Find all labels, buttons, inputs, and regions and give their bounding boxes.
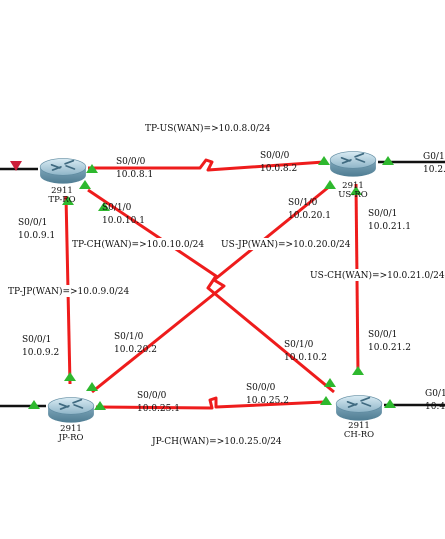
serial-link-us-jp[interactable] [91, 184, 331, 394]
iface-ch-s000-port: S0/0/0 [246, 383, 276, 393]
link-up-indicator [79, 180, 91, 189]
link-up-indicator [86, 382, 98, 391]
iface-jp-s000-port: S0/0/0 [137, 391, 167, 401]
iface-us-s001-ip: 10.0.21.1 [368, 222, 411, 232]
serial-link-tp-ch[interactable] [87, 188, 335, 394]
router-jp-name: JP-RO [58, 433, 84, 443]
link-up-indicator [94, 401, 106, 410]
router-us-name: US-RO [338, 190, 368, 200]
iface-ch-s001-ip: 10.0.21.2 [368, 343, 411, 353]
link-up-indicator [324, 378, 336, 387]
wan-label-backdrop [308, 269, 434, 281]
router-ch-model: 2911 [348, 421, 370, 431]
router-ch-ro-icon[interactable] [335, 394, 383, 422]
iface-us-s010-port: S0/1/0 [288, 198, 318, 208]
iface-us-s000-port: S0/0/0 [260, 151, 290, 161]
iface-ch-s010-port: S0/1/0 [284, 340, 314, 350]
wan-label-us-jp: US-JP(WAN)=>10.0.20.0/24 [221, 239, 351, 250]
link-up-indicator [64, 372, 76, 381]
router-tp-ro-icon[interactable] [39, 157, 87, 185]
link-up-indicator [352, 366, 364, 375]
iface-us-g01-port: G0/1 [423, 152, 445, 162]
wan-label-backdrop [6, 285, 128, 297]
link-up-indicator [350, 186, 362, 195]
link-down-indicator [10, 161, 22, 171]
iface-tp-s000-ip: 10.0.8.1 [116, 170, 153, 180]
iface-jp-s001-ip: 10.0.9.2 [22, 348, 59, 358]
link-up-indicator [318, 156, 330, 165]
iface-us-s010-ip: 10.0.20.1 [288, 211, 331, 221]
iface-ch-g01-port: G0/1 [425, 389, 445, 399]
iface-us-s001-port: S0/0/1 [368, 209, 397, 219]
router-ch-name: CH-RO [344, 430, 374, 440]
link-up-indicator [324, 180, 336, 189]
link-up-indicator [382, 156, 394, 165]
wan-label-us-ch: US-CH(WAN)=>10.0.21.0/24 [310, 270, 445, 281]
iface-tp-s010-port: S0/1/0 [102, 203, 132, 213]
iface-us-g01-ip: 10.2. [423, 165, 445, 175]
serial-link-tp-us[interactable] [88, 158, 325, 172]
iface-tp-s000-port: S0/0/0 [116, 157, 146, 167]
router-jp-model: 2911 [60, 424, 82, 434]
iface-jp-s010-port: S0/1/0 [114, 332, 144, 342]
wan-label-backdrop [219, 238, 343, 250]
serial-link-jp-ch[interactable] [95, 396, 325, 410]
wan-label-tp-us: TP-US(WAN)=>10.0.8.0/24 [145, 123, 271, 134]
iface-ch-g01-ip: 10.4. [425, 402, 445, 412]
router-us-model: 2911 [342, 181, 364, 191]
wan-label-jp-ch: JP-CH(WAN)=>10.0.25.0/24 [151, 436, 282, 447]
router-tp-model: 2911 [51, 186, 73, 196]
wan-label-tp-ch: TP-CH(WAN)=>10.0.10.0/24 [72, 239, 204, 250]
link-up-indicator [86, 164, 98, 173]
iface-jp-s000-ip: 10.0.25.1 [137, 404, 180, 414]
iface-ch-s000-ip: 10.0.25.2 [246, 396, 289, 406]
iface-us-s000-ip: 10.0.8.2 [260, 164, 297, 174]
router-tp-name: TP-RO [48, 195, 75, 205]
link-up-indicator [62, 196, 74, 205]
iface-ch-s010-ip: 10.0.10.2 [284, 353, 327, 363]
iface-tp-s010-ip: 10.0.10.1 [102, 216, 145, 226]
wan-label-backdrop [70, 238, 196, 250]
link-up-indicator [320, 396, 332, 405]
link-up-indicator [98, 202, 110, 211]
iface-tp-s001-port: S0/0/1 [18, 218, 47, 228]
router-us-ro-icon[interactable] [329, 150, 377, 178]
wan-label-tp-jp: TP-JP(WAN)=>10.0.9.0/24 [8, 286, 130, 297]
iface-tp-s001-ip: 10.0.9.1 [18, 231, 55, 241]
link-up-indicator [384, 399, 396, 408]
iface-ch-s001-port: S0/0/1 [368, 330, 397, 340]
link-up-indicator [28, 400, 40, 409]
iface-jp-s010-ip: 10.0.20.2 [114, 345, 157, 355]
iface-jp-s001-port: S0/0/1 [22, 335, 51, 345]
router-jp-ro-icon[interactable] [47, 396, 95, 424]
